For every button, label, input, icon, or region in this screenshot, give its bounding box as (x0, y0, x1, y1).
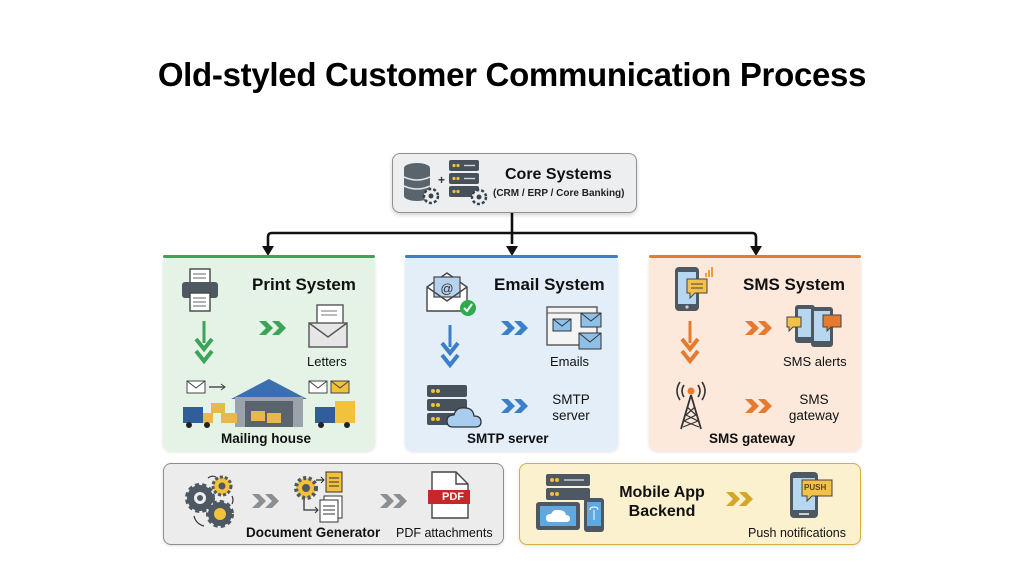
document-generator-panel: Document Generator PDF PDF attachments (163, 463, 504, 545)
emails-window-icon (546, 306, 602, 350)
svg-text:+: + (438, 173, 445, 187)
printer-icon (182, 268, 218, 312)
mobile-app-backend-title-line1: Mobile App (619, 484, 705, 501)
sms-panel-accent-bar (649, 255, 861, 258)
letters-icon (308, 304, 348, 348)
pdf-attachments-label: PDF attachments (396, 526, 493, 540)
print-panel-accent-bar (163, 255, 375, 258)
sms-system-panel: SMS System SMS alerts SMS gateway SMS ga… (649, 255, 861, 451)
diagram-title: Old-styled Customer Communication Proces… (157, 56, 867, 93)
antenna-tower-icon (676, 381, 706, 430)
server-cloud-icon (427, 385, 482, 428)
email-check-icon: @ (426, 272, 476, 316)
smtp-server-output-label: SMTP server (552, 392, 590, 423)
server-devices-icon (536, 474, 604, 532)
mobile-app-backend-title: Mobile App Backend (612, 483, 712, 521)
email-panel-accent-bar (405, 255, 618, 258)
mobile-app-backend-title-line2: Backend (628, 503, 696, 520)
gray-chevrons-icon (252, 494, 279, 508)
email-system-panel: @ Email System Emails SMTP server SMTP s… (405, 255, 618, 451)
core-systems-subtitle: (CRM / ERP / Core Banking) (493, 188, 625, 199)
server-gear-icon (449, 160, 488, 206)
core-systems-title: Core Systems (505, 166, 612, 183)
pdf-file-icon (428, 471, 470, 519)
print-system-title: Print System (252, 275, 356, 294)
green-chevrons-icon (259, 321, 286, 335)
sms-gateway-label: SMS gateway (709, 431, 796, 446)
orange-chevrons-icon (745, 321, 772, 335)
blue-chevrons-icon-2 (501, 399, 528, 413)
core-systems-node: + Core Systems (CRM / ERP / Core Banking… (392, 153, 637, 213)
push-phone-icon (790, 472, 833, 518)
sms-alerts-label: SMS alerts (783, 354, 847, 369)
sms-gateway-output-label: SMS gateway (788, 392, 840, 423)
mailing-house-icon (183, 379, 355, 428)
phones-chat-icon (786, 305, 842, 347)
mailing-house-label: Mailing house (221, 431, 312, 446)
green-down-arrow-icon (194, 321, 214, 365)
smtp-server-label: SMTP server (467, 431, 549, 446)
gold-chevrons-icon (726, 492, 753, 506)
document-generator-icon (294, 471, 343, 523)
arrow-to-sms (750, 246, 762, 256)
blue-down-arrow-icon (440, 325, 460, 369)
emails-label: Emails (550, 354, 590, 369)
email-system-title: Email System (494, 275, 605, 294)
pdf-badge: PDF (442, 491, 464, 503)
orange-chevrons-icon-2 (745, 399, 772, 413)
svg-text:@: @ (440, 281, 453, 296)
push-badge: PUSH (804, 483, 827, 492)
print-system-panel: Print System Letters Mailing house (163, 255, 375, 451)
sms-system-title: SMS System (743, 275, 846, 294)
gray-chevrons-icon-2 (380, 494, 407, 508)
letters-label: Letters (307, 354, 347, 369)
document-generator-label: Document Generator (246, 525, 381, 540)
arrow-to-print (262, 246, 274, 256)
arrow-to-email (506, 246, 518, 256)
mobile-app-backend-panel: Mobile App Backend PUSH Push notificatio… (519, 463, 861, 545)
orange-down-arrow-icon (680, 321, 700, 365)
blue-chevrons-icon (501, 321, 528, 335)
gears-cycle-icon (185, 475, 234, 528)
push-notifications-label: Push notifications (748, 526, 846, 540)
database-gear-icon: + (403, 163, 445, 205)
phone-message-icon (675, 267, 713, 311)
